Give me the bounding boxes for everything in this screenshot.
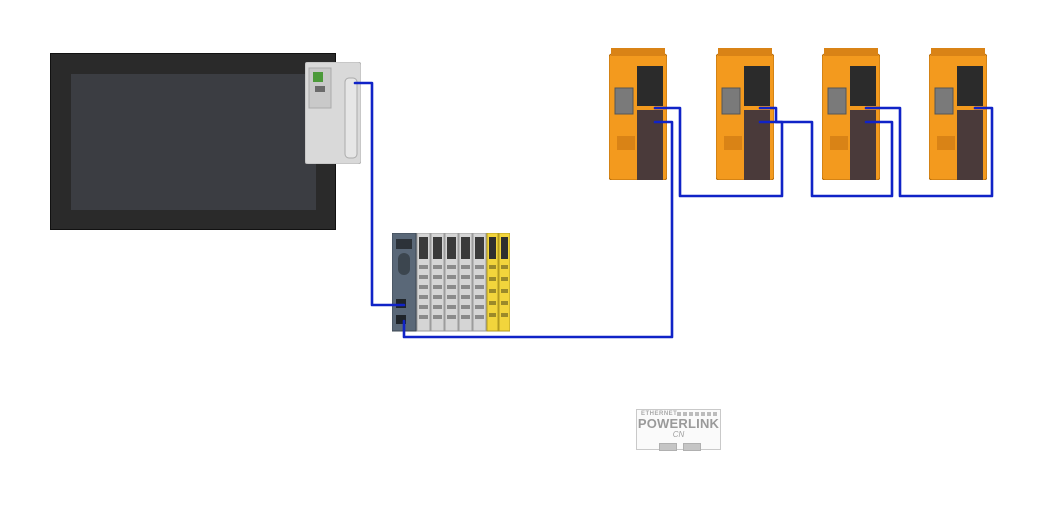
ethernet-port-icon [659,443,677,451]
powerlink-badge-title: POWERLINK [637,416,720,431]
connector-icon [313,72,323,82]
powerlink-badge-subtitle: CN [672,430,685,439]
controller-ethernet-port [396,299,406,308]
panel-pc-screen [71,74,316,210]
x20-controller[interactable] [392,233,510,333]
controller-powerlink-port [396,315,406,324]
powerlink-badge: ETHERNET POWERLINK CN [636,409,721,451]
drive-2[interactable] [716,48,774,180]
powerlink-badge-stripes [677,412,717,416]
powerlink-badge-top: ETHERNET [641,411,678,417]
drive-4[interactable] [929,48,987,180]
drive-3[interactable] [822,48,880,180]
drive-1[interactable] [609,48,667,180]
ethernet-port-icon [683,443,701,451]
panel-pc-interface-module[interactable] [305,62,361,164]
